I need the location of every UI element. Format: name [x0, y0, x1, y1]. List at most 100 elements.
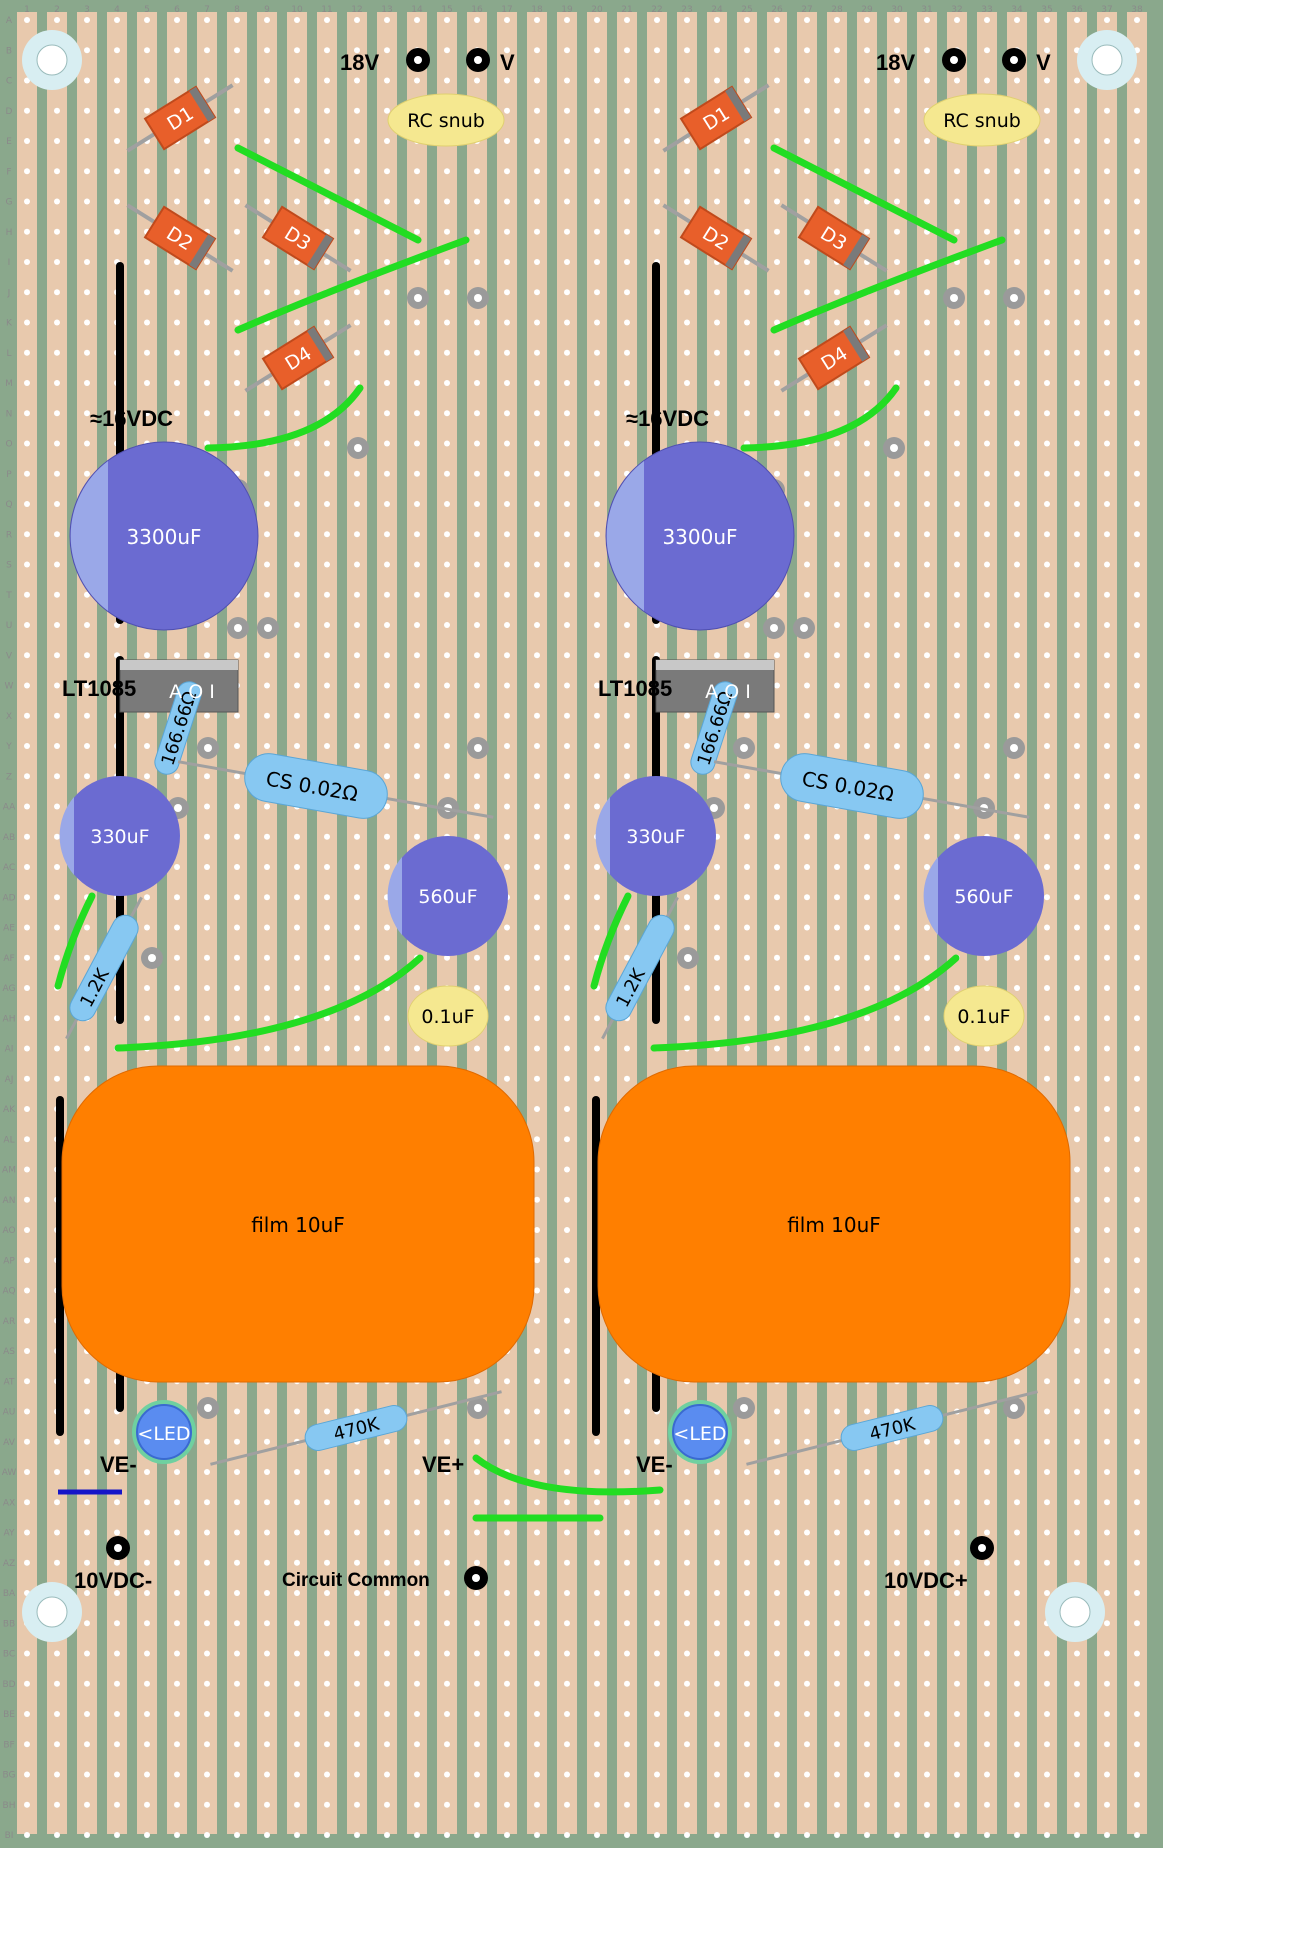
cap-560uf [388, 836, 508, 956]
row-letter: BI [5, 1831, 14, 1841]
hole [444, 410, 450, 417]
hole [294, 1650, 300, 1657]
hole [1074, 1196, 1080, 1203]
hole [414, 319, 420, 326]
hole [564, 924, 570, 931]
hole [324, 561, 330, 568]
hole [264, 1590, 270, 1596]
hole [204, 864, 210, 870]
hole [144, 259, 150, 265]
hole [834, 1045, 840, 1052]
hole [534, 289, 540, 296]
column-number: 6 [174, 5, 180, 15]
hole [864, 1771, 870, 1778]
hole [1134, 1196, 1140, 1203]
hole [474, 1590, 480, 1596]
hole [744, 228, 750, 235]
row-letter: AL [3, 1135, 14, 1145]
hole [804, 1438, 810, 1445]
terminal-hole [1010, 56, 1018, 64]
hole [24, 107, 30, 114]
hole [24, 1529, 30, 1536]
row-letter: AH [3, 1014, 16, 1024]
hole [564, 1711, 570, 1717]
hole [54, 743, 60, 749]
hole [834, 1529, 840, 1536]
hole [294, 561, 300, 568]
hole [564, 319, 570, 326]
hole [114, 198, 120, 205]
hole [804, 924, 810, 931]
hole [324, 1529, 330, 1536]
hole [1074, 1801, 1080, 1808]
hole [804, 1499, 810, 1506]
hole [894, 652, 900, 659]
hole [1014, 319, 1020, 326]
column-number: 19 [561, 5, 573, 15]
pad-hole [1010, 294, 1018, 302]
hole [534, 1529, 540, 1536]
hole [24, 1680, 30, 1687]
hole [294, 591, 300, 598]
hole [354, 622, 360, 628]
rc-snub-label: RC snub [407, 110, 485, 132]
hole [1074, 1015, 1080, 1022]
hole [264, 1045, 270, 1052]
hole [564, 1801, 570, 1808]
hole [114, 1499, 120, 1506]
hole [594, 380, 600, 386]
lt1085-label: LT1085 [62, 676, 136, 701]
hole [384, 1711, 390, 1717]
column-number: 27 [801, 5, 812, 15]
hole [384, 591, 390, 598]
cap-330uf-label: 330uF [626, 826, 685, 848]
hole [624, 924, 630, 931]
hole [174, 289, 180, 296]
mounting-hole-center [1059, 1596, 1091, 1628]
hole [414, 743, 420, 749]
hole [804, 410, 810, 417]
hole [954, 561, 960, 568]
hole [1044, 17, 1050, 23]
hole [264, 1015, 270, 1022]
hole [234, 17, 240, 23]
hole [24, 168, 30, 175]
hole [534, 168, 540, 175]
hole [1134, 1378, 1140, 1385]
hole [384, 349, 390, 356]
row-letter: AB [3, 833, 15, 843]
hole [534, 440, 540, 447]
hole [234, 985, 240, 991]
row-letter: B [6, 46, 12, 56]
row-letter: AF [3, 954, 14, 964]
hole [234, 77, 240, 84]
hole [204, 985, 210, 991]
hole [294, 47, 300, 54]
hole [474, 773, 480, 780]
hole [624, 954, 630, 961]
label-18v: 18V [876, 50, 915, 75]
hole [894, 228, 900, 235]
hole [24, 1136, 30, 1143]
hole [414, 501, 420, 507]
hole [564, 864, 570, 870]
hole [324, 17, 330, 23]
hole [204, 1559, 210, 1566]
hole [234, 924, 240, 931]
hole [864, 864, 870, 870]
hole [684, 168, 690, 175]
hole [564, 289, 570, 296]
hole [984, 682, 990, 689]
copper-strip [1037, 12, 1057, 1834]
hole [534, 561, 540, 568]
hole [624, 1711, 630, 1717]
hole [744, 954, 750, 961]
hole [714, 47, 720, 54]
hole [924, 259, 930, 265]
hole [714, 198, 720, 205]
hole [834, 1650, 840, 1657]
hole [264, 894, 270, 901]
hole [684, 773, 690, 780]
hole [84, 319, 90, 326]
hole [894, 1620, 900, 1627]
